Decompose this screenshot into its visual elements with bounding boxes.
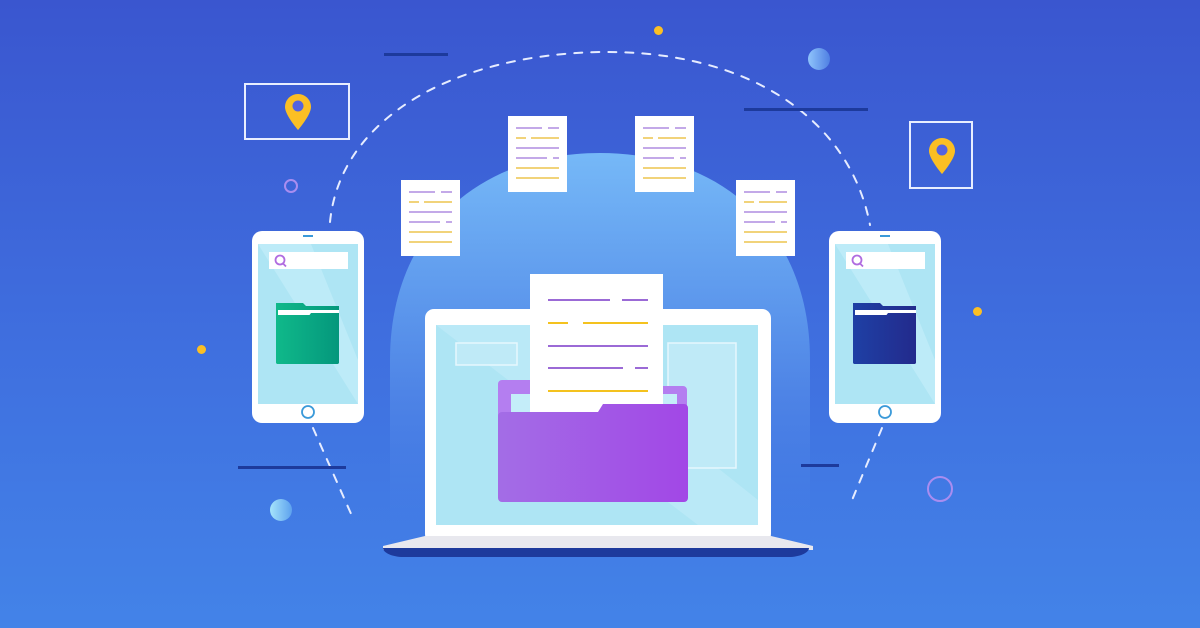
location-pin-icon <box>285 94 311 130</box>
home-button-icon <box>878 405 892 419</box>
location-frame-left <box>244 83 350 140</box>
floating-document <box>508 116 567 192</box>
folder-icon <box>276 303 339 364</box>
location-pin-icon <box>929 138 955 174</box>
folder-icon <box>853 303 916 364</box>
floating-document <box>635 116 694 192</box>
decor-sphere <box>808 48 830 70</box>
decor-line <box>744 108 868 111</box>
decor-line <box>238 466 346 469</box>
decor-dot <box>197 345 206 354</box>
search-icon <box>851 254 864 268</box>
location-frame-right <box>909 121 973 189</box>
decor-sphere <box>270 499 292 521</box>
decor-ring <box>927 476 953 502</box>
folder-icon <box>498 404 688 502</box>
decor-dot <box>654 26 663 35</box>
phone-left <box>252 231 364 423</box>
floating-document <box>736 180 795 256</box>
home-button-icon <box>301 405 315 419</box>
laptop <box>383 274 813 557</box>
floating-document <box>401 180 460 256</box>
decor-dot <box>973 307 982 316</box>
search-icon <box>274 254 287 268</box>
phone-right <box>829 231 941 423</box>
decor-ring <box>284 179 298 193</box>
decor-line <box>384 53 448 56</box>
center-document <box>530 274 663 414</box>
decor-line <box>801 464 839 467</box>
